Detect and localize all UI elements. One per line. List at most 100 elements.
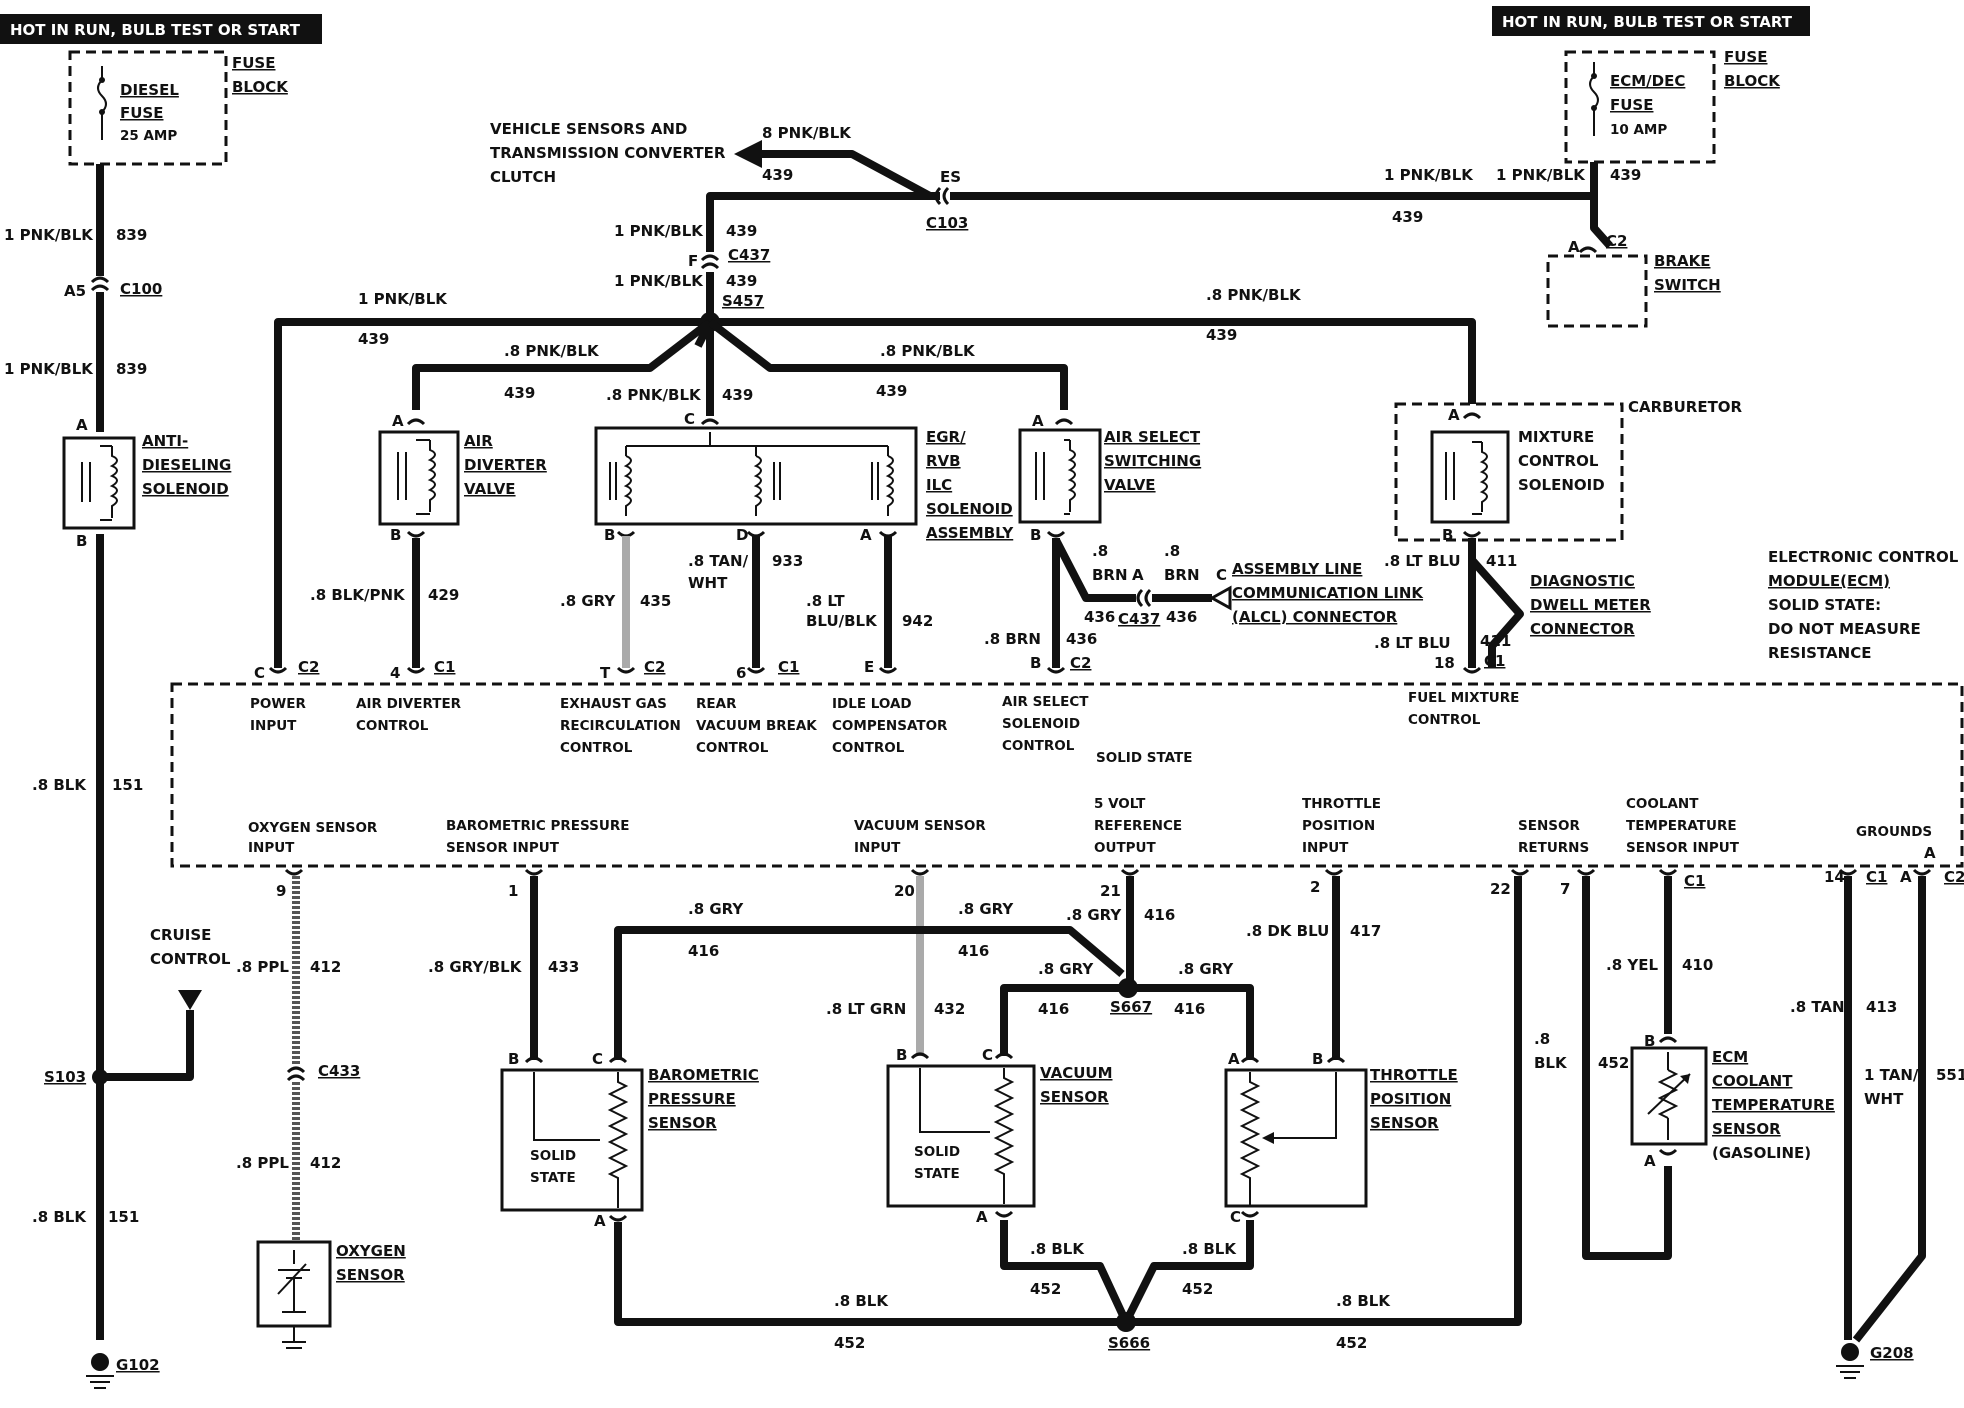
svg-text:RECIRCULATION: RECIRCULATION: [560, 718, 681, 734]
svg-text:21: 21: [1100, 882, 1121, 900]
svg-text:CONTROL: CONTROL: [1002, 738, 1075, 754]
svg-text:THROTTLE: THROTTLE: [1370, 1066, 1458, 1084]
svg-text:CONTROL: CONTROL: [560, 740, 633, 756]
svg-text:COOLANT: COOLANT: [1626, 796, 1699, 812]
svg-text:C2: C2: [1070, 654, 1091, 672]
svg-text:416: 416: [688, 942, 719, 960]
splice-s667: S667: [1110, 998, 1152, 1016]
svg-text:ECM: ECM: [1712, 1048, 1748, 1066]
svg-text:B: B: [604, 526, 615, 544]
svg-text:.8 PNK/BLK: .8 PNK/BLK: [1206, 286, 1302, 304]
svg-text:551: 551: [1936, 1066, 1964, 1084]
vehicle-sensors-label: VEHICLE SENSORS AND: [490, 120, 687, 138]
svg-text:T: T: [600, 664, 611, 682]
svg-text:INPUT: INPUT: [1302, 840, 1349, 856]
svg-text:433: 433: [548, 958, 579, 976]
svg-text:CONNECTOR: CONNECTOR: [1530, 620, 1635, 638]
svg-text:.8 BLK: .8 BLK: [32, 776, 87, 794]
ground-g102: G102: [116, 1356, 160, 1374]
diesel-fuse-label: DIESEL: [120, 81, 179, 99]
svg-text:.8 BLK: .8 BLK: [1182, 1240, 1237, 1258]
svg-text:.8 PNK/BLK: .8 PNK/BLK: [606, 386, 702, 404]
svg-text:B: B: [390, 526, 401, 544]
sensor-return-wires: .8 BLK 452 .8 BLK 452 .8 BLK 452 .8 BLK …: [614, 876, 1672, 1352]
svg-text:FUSE: FUSE: [120, 104, 163, 122]
svg-text:C437: C437: [1118, 610, 1160, 628]
svg-text:SENSOR: SENSOR: [1518, 818, 1580, 834]
svg-text:AIR SELECT: AIR SELECT: [1002, 694, 1089, 710]
svg-text:10 AMP: 10 AMP: [1610, 122, 1667, 138]
anti-dieseling-solenoid-label: ANTI-: [142, 432, 188, 450]
svg-text:POSITION: POSITION: [1302, 818, 1375, 834]
svg-text:.8 GRY: .8 GRY: [1038, 960, 1094, 978]
svg-text:SENSOR: SENSOR: [1040, 1088, 1109, 1106]
svg-text:C1: C1: [434, 658, 455, 676]
svg-text:439: 439: [358, 330, 389, 348]
svg-text:COMMUNICATION LINK: COMMUNICATION LINK: [1232, 584, 1424, 602]
svg-text:412: 412: [310, 1154, 341, 1172]
splice-s457: S457: [722, 292, 764, 310]
svg-text:GROUNDS: GROUNDS: [1856, 824, 1932, 840]
oxygen-sensor-label: OXYGEN: [336, 1242, 406, 1260]
ecm-module: SOLID STATE: [170, 682, 1964, 868]
svg-text:C1: C1: [1484, 652, 1505, 670]
svg-text:VACUUM: VACUUM: [1040, 1064, 1113, 1082]
diagnostic-dwell-meter-label: DIAGNOSTIC: [1530, 572, 1635, 590]
svg-text:A: A: [976, 1208, 988, 1226]
svg-text:EXHAUST GAS: EXHAUST GAS: [560, 696, 667, 712]
svg-text:WHT: WHT: [1864, 1090, 1904, 1108]
svg-text:TEMPERATURE: TEMPERATURE: [1712, 1096, 1835, 1114]
svg-text:REFERENCE: REFERENCE: [1094, 818, 1182, 834]
svg-text:DIESELING: DIESELING: [142, 456, 231, 474]
svg-text:.8 TAN: .8 TAN: [1790, 998, 1845, 1016]
svg-text:436: 436: [1066, 630, 1097, 648]
svg-text:THROTTLE: THROTTLE: [1302, 796, 1381, 812]
svg-text:411: 411: [1480, 632, 1511, 650]
svg-text:A: A: [1644, 1152, 1656, 1170]
svg-text:C2: C2: [298, 658, 319, 676]
splice-s103: S103: [44, 1068, 86, 1086]
svg-text:411: 411: [1486, 552, 1517, 570]
svg-text:C2: C2: [1944, 868, 1964, 886]
svg-text:A: A: [1228, 1050, 1240, 1068]
svg-text:.8 GRY: .8 GRY: [560, 592, 616, 610]
svg-text:SENSOR: SENSOR: [648, 1114, 717, 1132]
svg-text:TEMPERATURE: TEMPERATURE: [1626, 818, 1737, 834]
svg-text:VACUUM BREAK: VACUUM BREAK: [696, 718, 817, 734]
oxygen-sensor-circuit: .8 PPL 412 C433 .8 PPL 412 OXYGEN SENSOR: [236, 876, 406, 1349]
svg-text:(ALCL) CONNECTOR: (ALCL) CONNECTOR: [1232, 608, 1398, 626]
svg-text:SOLENOID: SOLENOID: [1518, 476, 1605, 494]
svg-text:.8 GRY: .8 GRY: [958, 900, 1014, 918]
svg-text:A: A: [1568, 238, 1580, 256]
svg-text:REAR: REAR: [696, 696, 737, 712]
svg-text:436: 436: [1084, 608, 1115, 626]
svg-text:B: B: [76, 532, 87, 550]
svg-text:.8 BLK: .8 BLK: [1336, 1292, 1391, 1310]
svg-text:AIR: AIR: [464, 432, 493, 450]
svg-text:OXYGEN SENSOR: OXYGEN SENSOR: [248, 820, 378, 836]
cruise-control-label: CRUISE: [150, 926, 211, 944]
ground-g208: G208: [1870, 1344, 1914, 1362]
svg-text:A: A: [392, 412, 404, 430]
svg-text:.8 LT GRN: .8 LT GRN: [826, 1000, 906, 1018]
svg-text:.8 GRY: .8 GRY: [1066, 906, 1122, 924]
svg-text:DO NOT MEASURE: DO NOT MEASURE: [1768, 620, 1921, 638]
svg-text:BAROMETRIC PRESSURE: BAROMETRIC PRESSURE: [446, 818, 629, 834]
svg-text:439: 439: [1206, 326, 1237, 344]
svg-text:A: A: [1032, 412, 1044, 430]
svg-text:436: 436: [1166, 608, 1197, 626]
svg-text:A: A: [1900, 868, 1912, 886]
svg-text:416: 416: [1144, 906, 1175, 924]
svg-text:452: 452: [1182, 1280, 1213, 1298]
svg-text:.8 PNK/BLK: .8 PNK/BLK: [504, 342, 600, 360]
svg-text:A: A: [1924, 844, 1936, 862]
svg-text:.8 BLK: .8 BLK: [1030, 1240, 1085, 1258]
svg-text:SOLENOID: SOLENOID: [142, 480, 229, 498]
svg-text:.8 LT BLU: .8 LT BLU: [1384, 552, 1461, 570]
svg-text:B: B: [1644, 1032, 1655, 1050]
svg-text:OUTPUT: OUTPUT: [1094, 840, 1157, 856]
svg-text:POWER: POWER: [250, 696, 306, 712]
svg-text:A: A: [1132, 566, 1144, 584]
mixture-control-solenoid: CARBURETOR A B MIXTURE CONTROL SOLENOID …: [1374, 398, 1743, 668]
svg-text:(GASOLINE): (GASOLINE): [1712, 1144, 1811, 1162]
